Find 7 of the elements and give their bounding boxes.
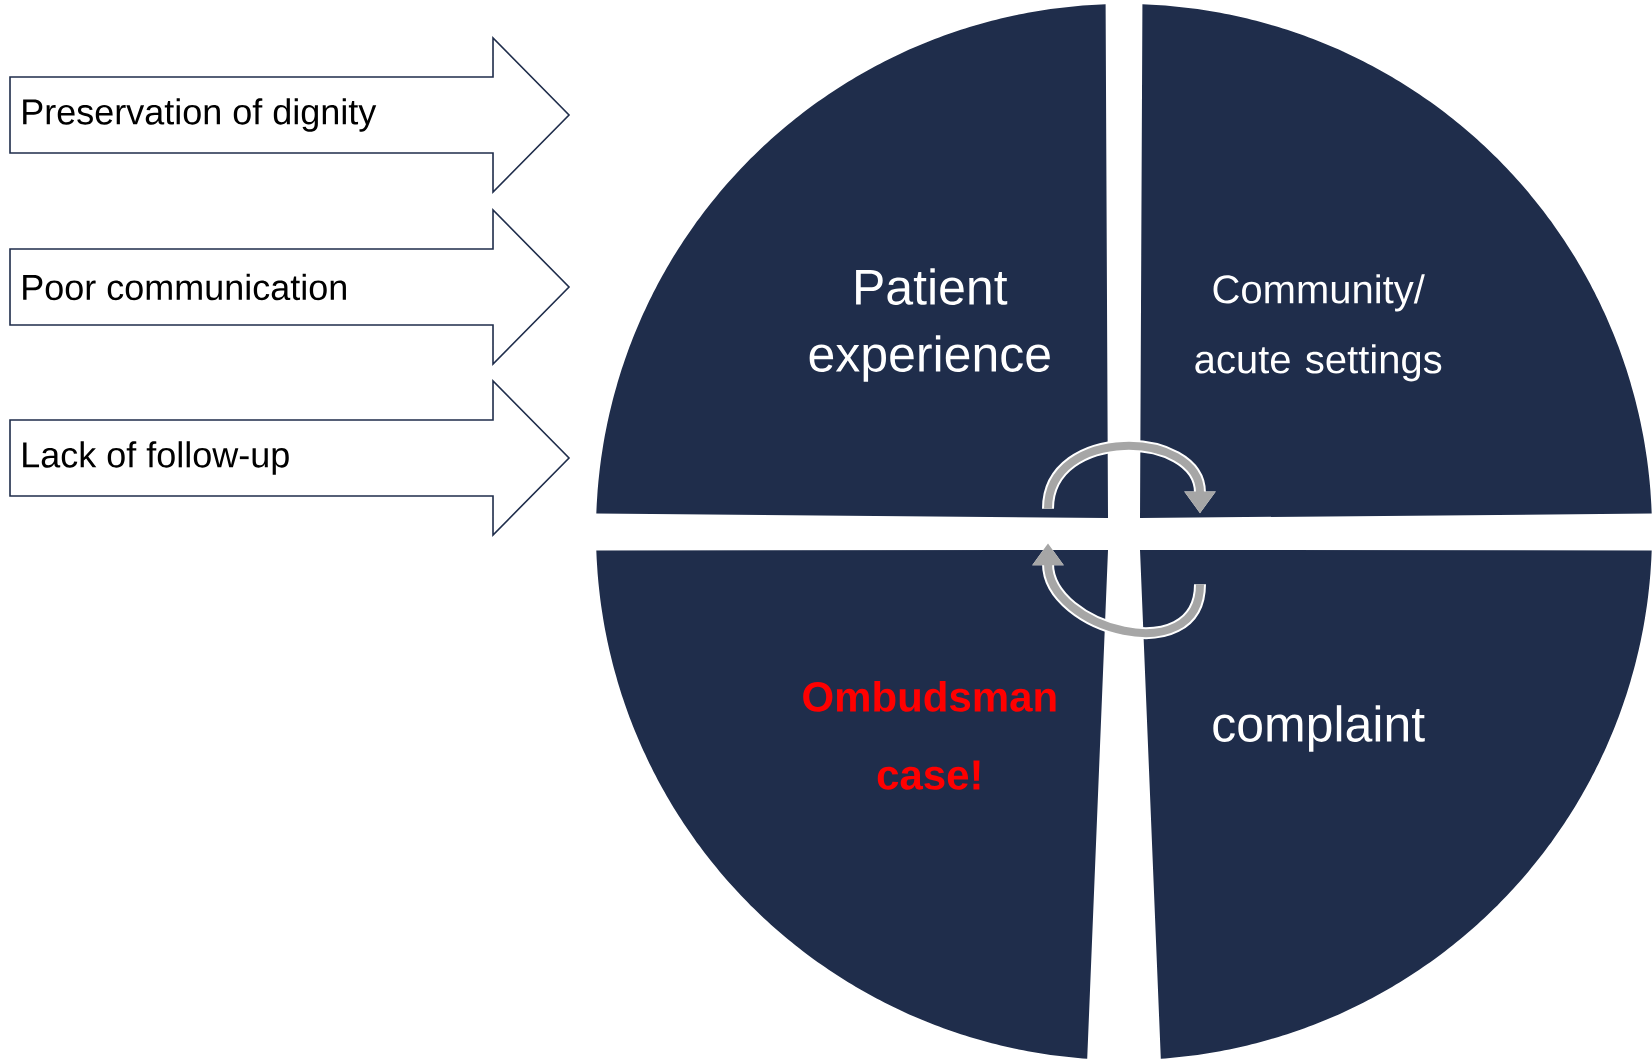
pointer-label: Poor communication	[9, 208, 571, 366]
quadrant: Ombudsman case!	[596, 550, 1108, 1059]
quadrant: Community/ acute settings	[1140, 4, 1652, 518]
pointer-label: Preservation of dignity	[9, 36, 571, 194]
pointer-label: Lack of follow-up	[9, 379, 571, 537]
quadrant: complaint	[1140, 550, 1652, 1059]
quadrant: Patient experience	[596, 4, 1108, 518]
